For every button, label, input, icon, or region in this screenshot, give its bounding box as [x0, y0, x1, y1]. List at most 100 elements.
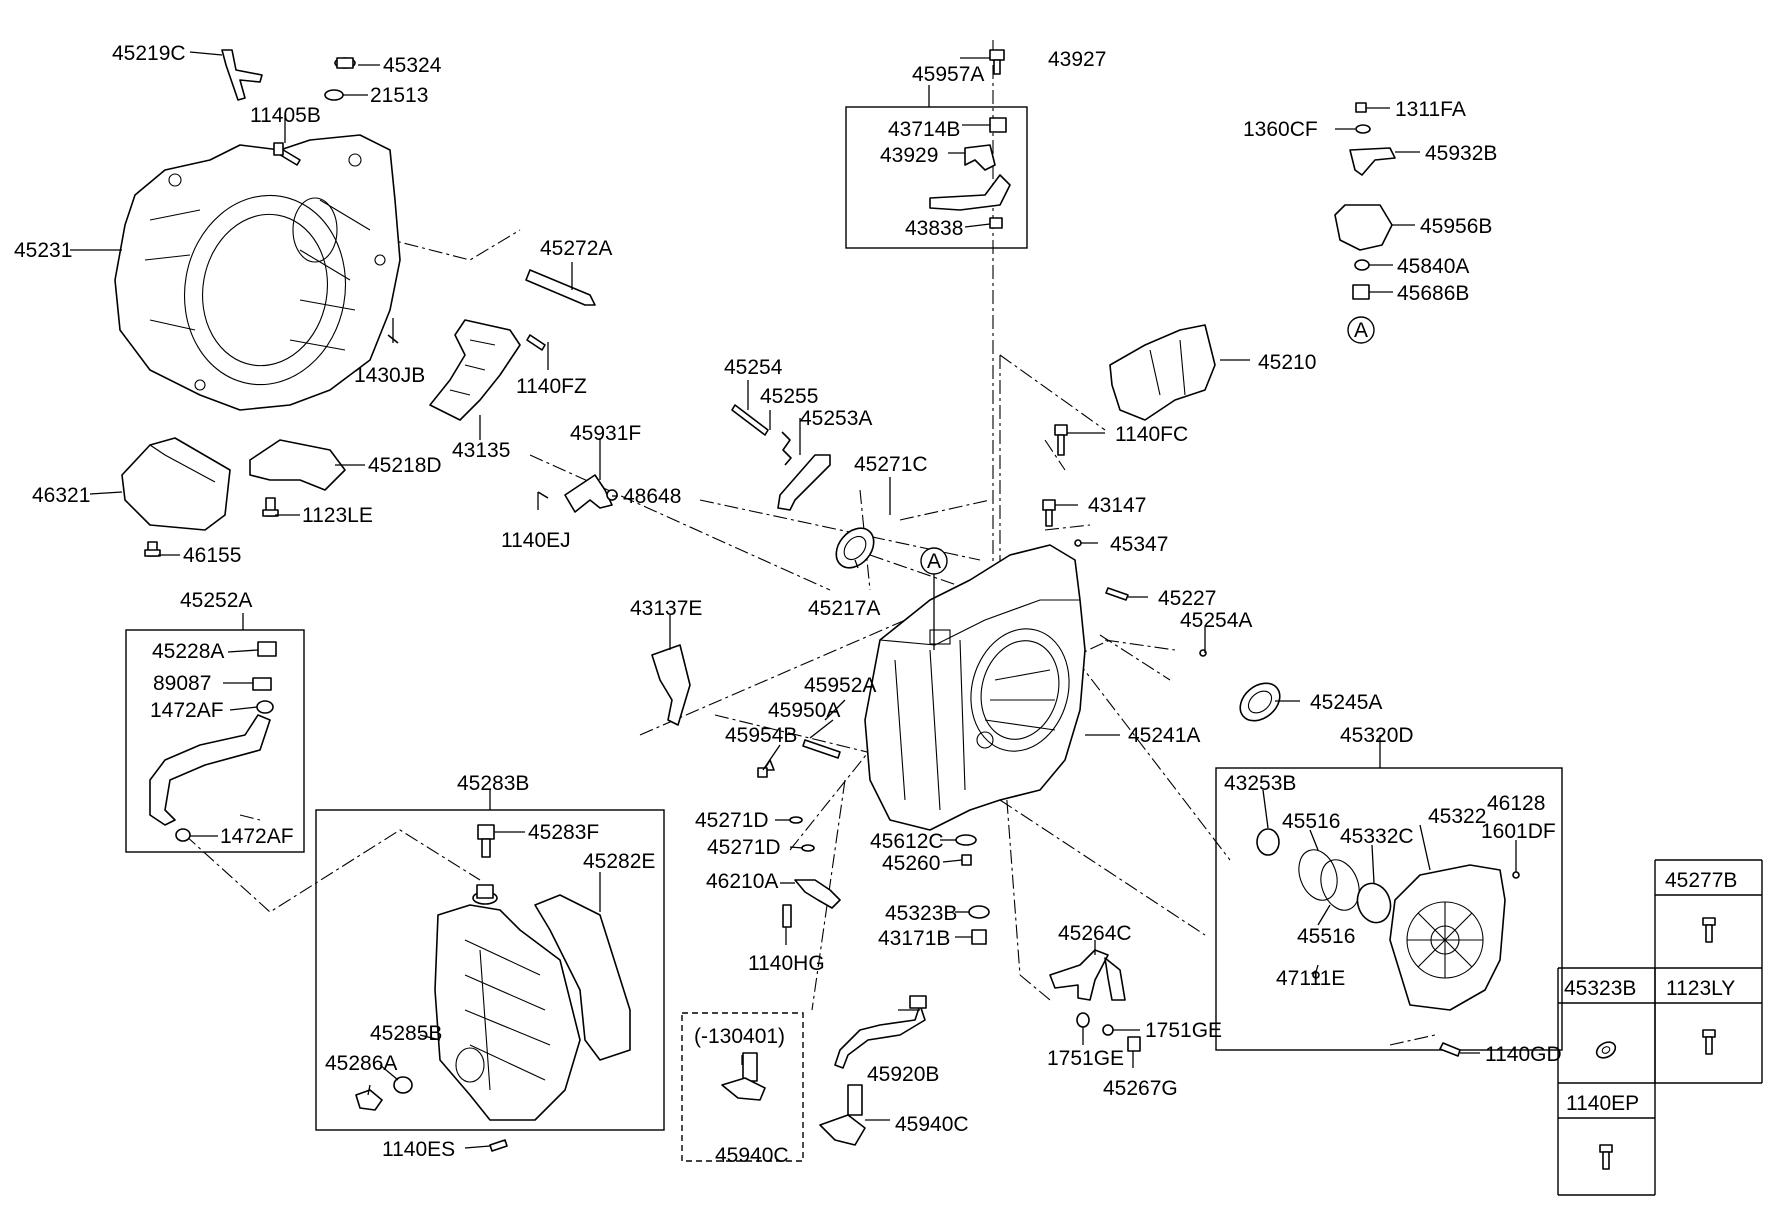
label-43147: 43147	[1088, 494, 1146, 517]
bell-housing-part	[114, 134, 401, 411]
gasket-part	[324, 89, 344, 101]
label-45612C: 45612C	[870, 830, 944, 853]
sensor-part	[721, 1052, 766, 1101]
label-45228A: 45228A	[152, 640, 224, 663]
bracket-part	[249, 439, 346, 491]
bolt-icon	[1702, 917, 1716, 943]
label-45286A: 45286A	[325, 1052, 397, 1075]
reference-table-labels: 45277B 45323B 1123LY 1140EP	[1564, 869, 1737, 1115]
pin-part	[525, 269, 596, 306]
label-45840A: 45840A	[1397, 255, 1469, 278]
label-45254: 45254	[724, 356, 783, 379]
label-1140EJ: 1140EJ	[501, 529, 571, 552]
o-ring-part	[393, 1076, 413, 1094]
bracket-part	[1109, 324, 1216, 421]
bolt-part	[262, 497, 279, 517]
plate-part	[757, 739, 841, 778]
label-45271C: 45271C	[854, 453, 928, 476]
detent-parts	[731, 404, 831, 511]
label-45271D-lower: 45271D	[707, 836, 781, 859]
label-43171B: 43171B	[878, 927, 950, 950]
cover-kit-box	[1215, 767, 1563, 1051]
label-46321: 46321	[32, 484, 90, 507]
label-45932B: 45932B	[1425, 142, 1497, 165]
label-1140FC: 1140FC	[1115, 423, 1188, 446]
label-45217A: 45217A	[808, 597, 880, 620]
label-89087: 89087	[153, 672, 211, 695]
table-cell-45323B: 45323B	[1564, 977, 1636, 1000]
label-45264C: 45264C	[1058, 922, 1132, 945]
label-45956B: 45956B	[1420, 215, 1492, 238]
label-45267G: 45267G	[1103, 1077, 1178, 1100]
bolt-part	[273, 142, 301, 166]
label-46210A: 46210A	[706, 870, 778, 893]
hose-kit-parts	[149, 641, 277, 842]
label-45322: 45322	[1428, 805, 1486, 828]
leader-lines	[70, 51, 1517, 1149]
label-48648: 48648	[623, 485, 681, 508]
label-45241A: 45241A	[1128, 724, 1200, 747]
bolt-icon	[1599, 1144, 1613, 1170]
label-45285B: 45285B	[370, 1022, 442, 1045]
table-cell-45277B: 45277B	[1665, 869, 1737, 892]
plug-parts	[955, 834, 990, 945]
label-1140FZ: 1140FZ	[516, 375, 587, 398]
label-45282E: 45282E	[583, 850, 655, 873]
label-43714B: 43714B	[888, 118, 960, 141]
label-45218D: 45218D	[368, 454, 442, 477]
label-45516-upper: 45516	[1282, 810, 1340, 833]
label-45323B: 45323B	[885, 902, 957, 925]
label-45320D: 45320D	[1340, 724, 1414, 747]
drain-plug-part	[472, 824, 498, 905]
label-45950A: 45950A	[768, 699, 840, 722]
side-cover-part	[1256, 828, 1520, 1057]
label-1123LE: 1123LE	[302, 504, 373, 527]
label-45920B: 45920B	[867, 1063, 939, 1086]
label-1430JB: 1430JB	[354, 364, 425, 387]
bracket-part	[537, 474, 618, 513]
label-45255: 45255	[760, 385, 818, 408]
label-45219C: 45219C	[112, 42, 186, 65]
oil-pan-part	[434, 904, 581, 1121]
label-45253A: 45253A	[800, 407, 872, 430]
bracket-kit-box	[845, 106, 1028, 249]
label-45332C: 45332C	[1340, 825, 1414, 848]
label-45347: 45347	[1110, 533, 1168, 556]
reference-marker-label: A	[927, 550, 941, 573]
clip-parts	[782, 816, 841, 928]
label-45957A: 45957A	[912, 63, 984, 86]
label-45516-lower: 45516	[1297, 925, 1355, 948]
hose-kit-box	[125, 629, 305, 853]
label-21513: 21513	[370, 84, 428, 107]
label-43927: 43927	[1048, 48, 1106, 71]
label-45271D-upper: 45271D	[695, 809, 769, 832]
label-43137E: 43137E	[630, 597, 702, 620]
label-1140HG: 1140HG	[748, 952, 825, 975]
group-boxes	[125, 85, 1563, 1162]
bolt-part	[489, 1139, 508, 1152]
label-1140ES: 1140ES	[382, 1138, 455, 1161]
variant-box	[681, 1012, 804, 1162]
label-1360CF: 1360CF	[1243, 118, 1318, 141]
label-45952A: 45952A	[804, 674, 876, 697]
bolt-part	[144, 541, 161, 557]
label-45254A: 45254A	[1180, 609, 1252, 632]
label-45940C: 45940C	[895, 1113, 969, 1136]
label-47111E: 47111E	[1276, 967, 1345, 990]
label-45252A: 45252A	[180, 589, 252, 612]
label-1751GE-left: 1751GE	[1047, 1047, 1124, 1070]
label-1140GD: 1140GD	[1485, 1043, 1562, 1066]
label-46155: 46155	[183, 544, 241, 567]
oil-seal-part	[1239, 682, 1281, 722]
label-45283F: 45283F	[528, 821, 599, 844]
shield-part	[429, 319, 521, 421]
label-46128: 46128	[1487, 792, 1545, 815]
label-45272A: 45272A	[540, 237, 612, 260]
oil-seal-part	[835, 527, 875, 569]
part-labels: 45219C 45324 21513 11405B 45231 45272A 1…	[14, 42, 1562, 1167]
clip-part	[355, 1089, 383, 1111]
table-cell-1140EP: 1140EP	[1566, 1092, 1639, 1115]
bolt-part	[526, 334, 546, 351]
gasket-part	[534, 894, 631, 1061]
label-11405B: 11405B	[250, 104, 321, 127]
